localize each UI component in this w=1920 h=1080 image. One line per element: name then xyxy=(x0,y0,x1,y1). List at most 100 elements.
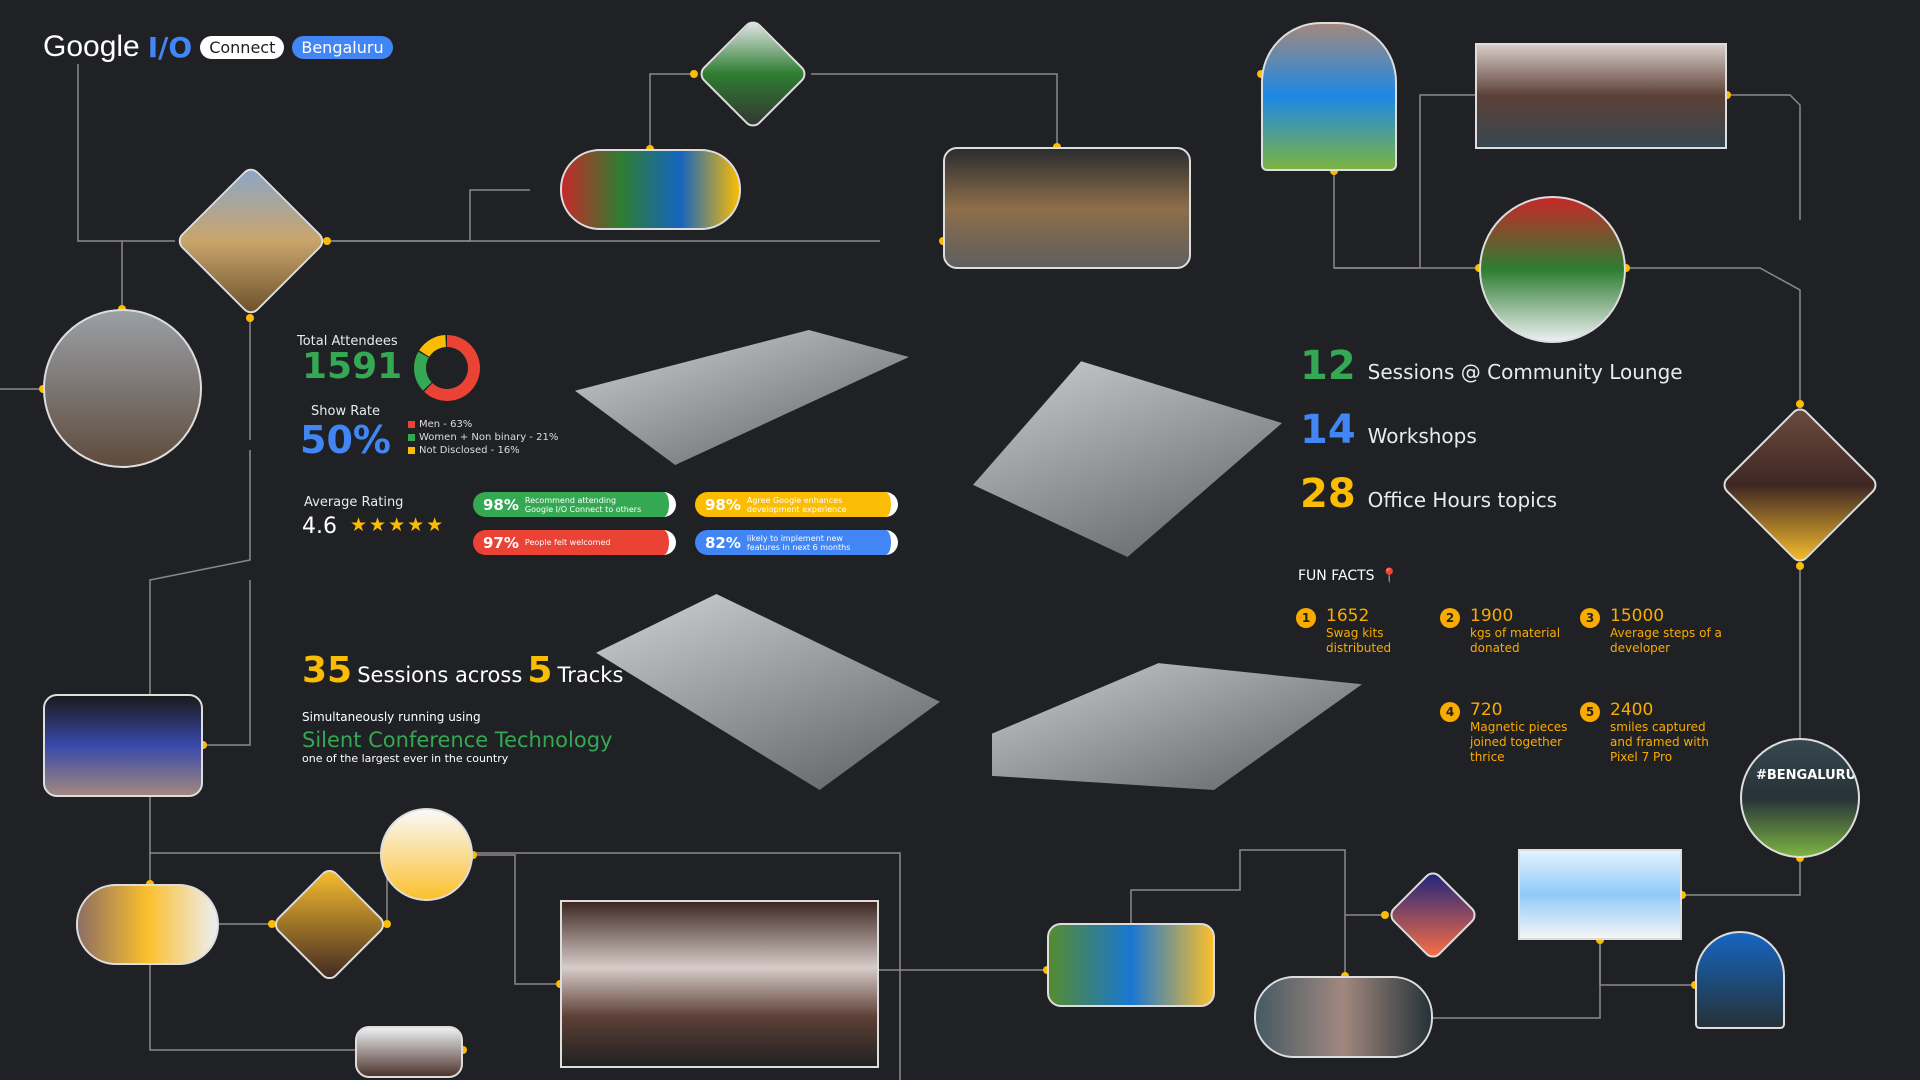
fact-value: 1652 xyxy=(1326,606,1370,626)
speaker-photo xyxy=(76,884,219,965)
silent-conference-text: Silent Conference Technology xyxy=(302,728,613,752)
fact-number-badge: 1 xyxy=(1296,608,1316,628)
fact-description: kgs of material donated xyxy=(1470,626,1561,655)
crowd-photo xyxy=(1475,43,1727,149)
io-logo: I/O xyxy=(147,30,193,64)
average-rating-label: Average Rating xyxy=(304,495,404,510)
survey-text: Recommend attending Google I/O Connect t… xyxy=(524,495,642,514)
donut-slice xyxy=(414,351,432,391)
legend-swatch xyxy=(408,447,415,454)
sessions-text: Sessions across xyxy=(357,663,523,687)
donut-slice xyxy=(424,335,480,401)
fact-value: 1900 xyxy=(1470,606,1514,626)
io-wall-photo xyxy=(1518,849,1682,940)
legend-label: Not Disclosed - 16% xyxy=(419,445,520,456)
gender-legend: Men - 63% Women + Non binary - 21% Not Dis… xyxy=(408,418,558,457)
event-logo: Google I/O Connect Bengaluru xyxy=(43,30,393,64)
fact-number-badge: 5 xyxy=(1580,702,1600,722)
stage-screen-photo xyxy=(43,694,203,797)
survey-percent: 98% xyxy=(705,495,741,514)
highlight-stat: 28 Office Hours topics xyxy=(1300,471,1557,517)
green-wall-photo xyxy=(1047,923,1215,1007)
survey-percent: 82% xyxy=(705,533,741,552)
track-count: 5 xyxy=(527,650,553,691)
group-photo xyxy=(43,309,202,468)
fact-number-badge: 4 xyxy=(1440,702,1460,722)
sessions-subtext: Simultaneously running using xyxy=(302,710,481,724)
keynote-stage-photo xyxy=(560,900,879,1068)
legend-label: Women + Non binary - 21% xyxy=(419,432,559,443)
registration-photo xyxy=(560,149,741,230)
survey-percent: 97% xyxy=(483,533,519,552)
workshop-photo xyxy=(1479,196,1626,343)
survey-text: likely to implement new features in next… xyxy=(746,533,851,552)
hashtag-text: #BENGALURU xyxy=(1756,768,1857,783)
sessions-headline: 35 Sessions across 5 Tracks xyxy=(302,650,623,691)
legend-item: Not Disclosed - 16% xyxy=(408,444,558,457)
legend-swatch xyxy=(408,434,415,441)
highlight-label: Sessions @ Community Lounge xyxy=(1367,360,1683,384)
average-rating-value: 4.6 xyxy=(302,514,337,539)
fact-number-badge: 3 xyxy=(1580,608,1600,628)
bengaluru-photo: #BENGALURU xyxy=(1740,738,1860,858)
survey-percent: 98% xyxy=(483,495,519,514)
legend-label: Men - 63% xyxy=(419,419,473,430)
demo-screen-photo xyxy=(1261,22,1397,171)
fact-value: 2400 xyxy=(1610,700,1654,720)
fact-description: smiles captured and framed with Pixel 7 … xyxy=(1610,720,1709,764)
highlight-label: Workshops xyxy=(1367,424,1477,448)
fun-facts-heading: FUN FACTS 📍 xyxy=(1298,568,1398,584)
map-pin-icon: 📍 xyxy=(1380,568,1398,584)
show-rate-label: Show Rate xyxy=(311,404,381,419)
sessions-note: one of the largest ever in the country xyxy=(302,752,509,765)
city-badge: Bengaluru xyxy=(292,35,393,59)
total-attendees-value: 1591 xyxy=(302,346,403,387)
highlight-number: 14 xyxy=(1300,407,1356,453)
highlight-number: 28 xyxy=(1300,471,1356,517)
legend-item: Men - 63% xyxy=(408,418,558,431)
legend-item: Women + Non binary - 21% xyxy=(408,431,558,444)
fact-number-badge: 2 xyxy=(1440,608,1460,628)
survey-stat-pill: 82% likely to implement new features in n… xyxy=(695,530,898,555)
talk-slide-photo xyxy=(380,808,473,901)
fact-value: 720 xyxy=(1470,700,1503,720)
survey-stat-pill: 98% Agree Google enhances development exp… xyxy=(695,492,898,517)
highlight-stat: 14 Workshops xyxy=(1300,407,1477,453)
tracks-text: Tracks xyxy=(557,663,624,687)
total-attendees-label: Total Attendees xyxy=(297,334,398,349)
gender-donut-chart xyxy=(414,335,480,401)
fact-description: Average steps of a developer xyxy=(1610,626,1722,655)
fact-description: Magnetic pieces joined together thrice xyxy=(1470,720,1568,764)
fact-description: Swag kits distributed xyxy=(1326,626,1392,655)
google-wordmark: Google xyxy=(43,30,140,63)
fact-value: 15000 xyxy=(1610,606,1665,626)
panel-photo xyxy=(355,1026,463,1078)
survey-stat-pill: 98% Recommend attending Google I/O Connec… xyxy=(473,492,676,517)
donut-slice xyxy=(419,335,447,358)
connect-badge: Connect xyxy=(200,35,285,59)
highlight-number: 12 xyxy=(1300,343,1356,389)
booth-photo xyxy=(1254,976,1433,1058)
highlight-label: Office Hours topics xyxy=(1367,488,1558,512)
survey-text: People felt welcomed xyxy=(524,538,611,547)
survey-text: Agree Google enhances development experi… xyxy=(746,495,847,514)
rating-stars-icon: ★★★★★ xyxy=(350,514,446,536)
expo-hall-photo xyxy=(943,147,1191,269)
highlight-stat: 12 Sessions @ Community Lounge xyxy=(1300,343,1683,389)
show-rate-value: 50% xyxy=(300,418,391,462)
survey-stat-pill: 97% People felt welcomed xyxy=(473,530,676,555)
magnetic-wall-photo xyxy=(1695,931,1785,1029)
legend-swatch xyxy=(408,421,415,428)
session-count: 35 xyxy=(302,650,353,691)
